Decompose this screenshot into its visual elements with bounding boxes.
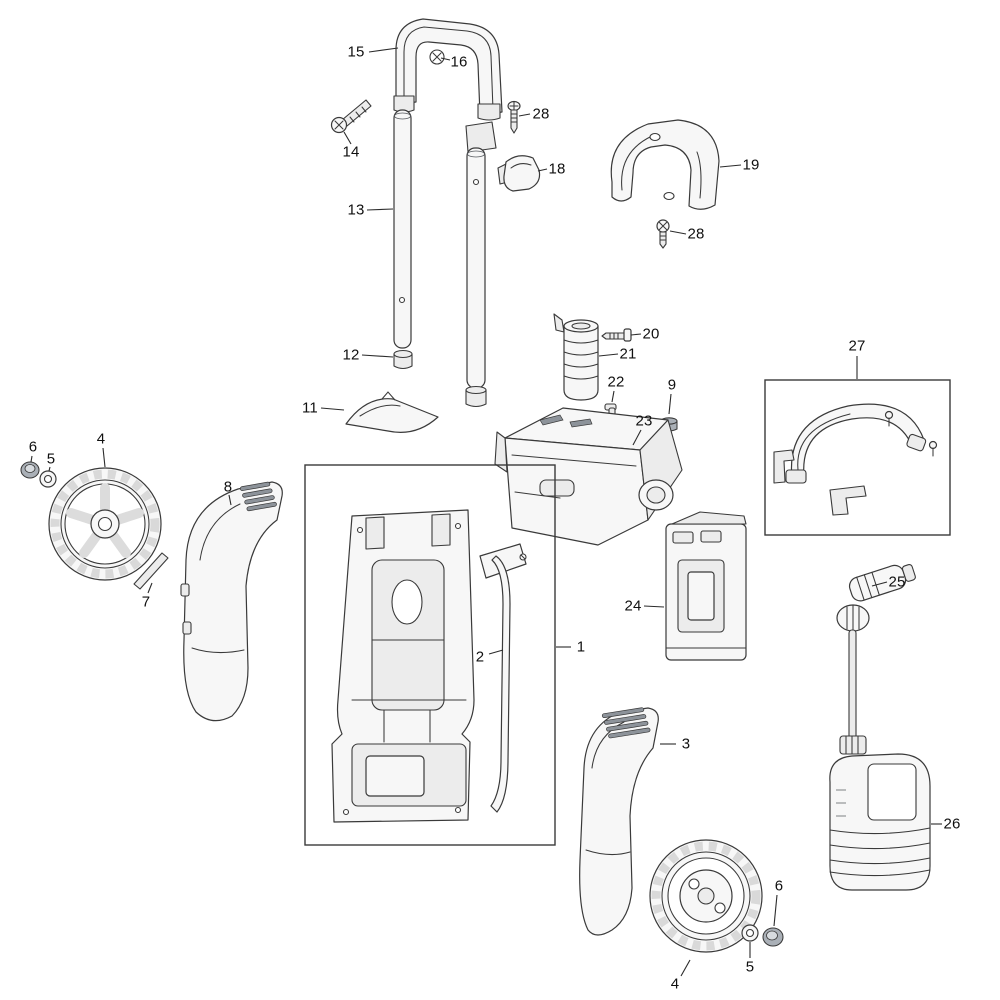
leader-line-28 — [669, 230, 687, 235]
wheel-rear-4 — [649, 839, 763, 953]
side-panel-right-3 — [579, 707, 659, 936]
assembly-box-1 — [304, 464, 556, 846]
handle-tubes-13 — [393, 109, 497, 389]
panel-grille — [601, 707, 651, 739]
leader-line-14 — [343, 131, 352, 145]
holder-bracket-19 — [610, 119, 720, 210]
leader-line-12 — [361, 354, 394, 358]
hub-cap-rear-6 — [762, 927, 784, 947]
leader-line-2 — [488, 649, 504, 655]
motor-housing-23 — [494, 407, 683, 546]
leader-line-25 — [871, 581, 888, 587]
trim-strip-2 — [479, 543, 527, 813]
carry-strap-27 — [773, 403, 938, 516]
leader-line-4 — [680, 959, 691, 977]
cover-plate-11 — [345, 391, 439, 433]
leader-line-5 — [48, 466, 51, 472]
hub-cap-left-6 — [20, 461, 40, 479]
leader-line-23 — [632, 429, 642, 446]
handle-part — [393, 18, 503, 121]
leader-line-4 — [102, 447, 106, 468]
canister-21 — [553, 313, 599, 401]
washer-rear-5 — [741, 924, 759, 942]
leader-line-21 — [598, 353, 619, 357]
spray-nozzle-25 — [836, 564, 916, 743]
panel-grille — [239, 481, 277, 512]
chassis-frame-1 — [331, 509, 475, 823]
bolt-part-14 — [330, 99, 372, 134]
leader-line-15 — [368, 47, 399, 53]
screw-28-top — [507, 100, 521, 134]
washer-left-5 — [39, 470, 57, 488]
side-panel-left-8 — [180, 481, 283, 722]
mount-bracket-24 — [665, 511, 747, 661]
screw-28-bottom — [656, 219, 670, 249]
accessory-box-27 — [764, 379, 951, 536]
leader-line-11 — [320, 407, 345, 411]
leader-line-8 — [228, 494, 232, 506]
leader-line-6 — [30, 455, 33, 463]
tube-foot — [465, 385, 487, 408]
leader-line-7 — [147, 582, 153, 594]
leader-line-20 — [630, 333, 642, 336]
leader-line-6 — [773, 894, 778, 927]
tube-end-cap-12 — [393, 349, 413, 370]
leader-line-22 — [611, 390, 615, 403]
strap-screw-a — [884, 410, 894, 427]
clip-part-18 — [497, 155, 541, 192]
detergent-bottle-26 — [829, 735, 931, 891]
leader-line-19 — [719, 164, 742, 168]
leader-line-9 — [668, 393, 672, 415]
leader-line-28 — [518, 113, 531, 117]
wheel-front-left-4 — [48, 467, 162, 581]
leader-line-24 — [643, 605, 665, 608]
screw-20 — [601, 328, 632, 342]
leader-line-16 — [440, 57, 451, 61]
leader-line-13 — [366, 208, 394, 211]
axle-pin-7 — [133, 552, 169, 590]
callout-leader-lines — [30, 47, 942, 977]
leader-line-18 — [537, 168, 548, 172]
strap-screw-b — [928, 440, 938, 457]
